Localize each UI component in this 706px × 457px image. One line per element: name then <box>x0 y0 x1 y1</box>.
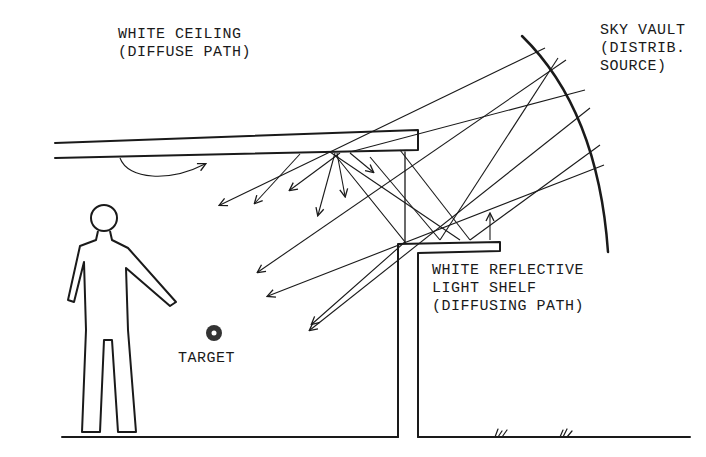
annotation-label: WHITE REFLECTIVE LIGHT SHELF (DIFFUSING … <box>432 262 592 316</box>
ground <box>418 436 690 438</box>
person-figure <box>68 205 176 432</box>
target-symbol <box>206 325 222 341</box>
annotation-label: SKY VAULT (DISTRIB. SOURCE) <box>600 22 700 76</box>
floor <box>62 436 398 438</box>
grass-tufts <box>495 429 572 437</box>
annotation-label: TARGET <box>178 350 268 368</box>
light-rays <box>120 48 604 330</box>
sky-vault-arc <box>522 36 608 252</box>
annotation-label: WHITE CEILING (DIFFUSE PATH) <box>118 26 258 62</box>
ceiling-slab <box>55 130 418 158</box>
